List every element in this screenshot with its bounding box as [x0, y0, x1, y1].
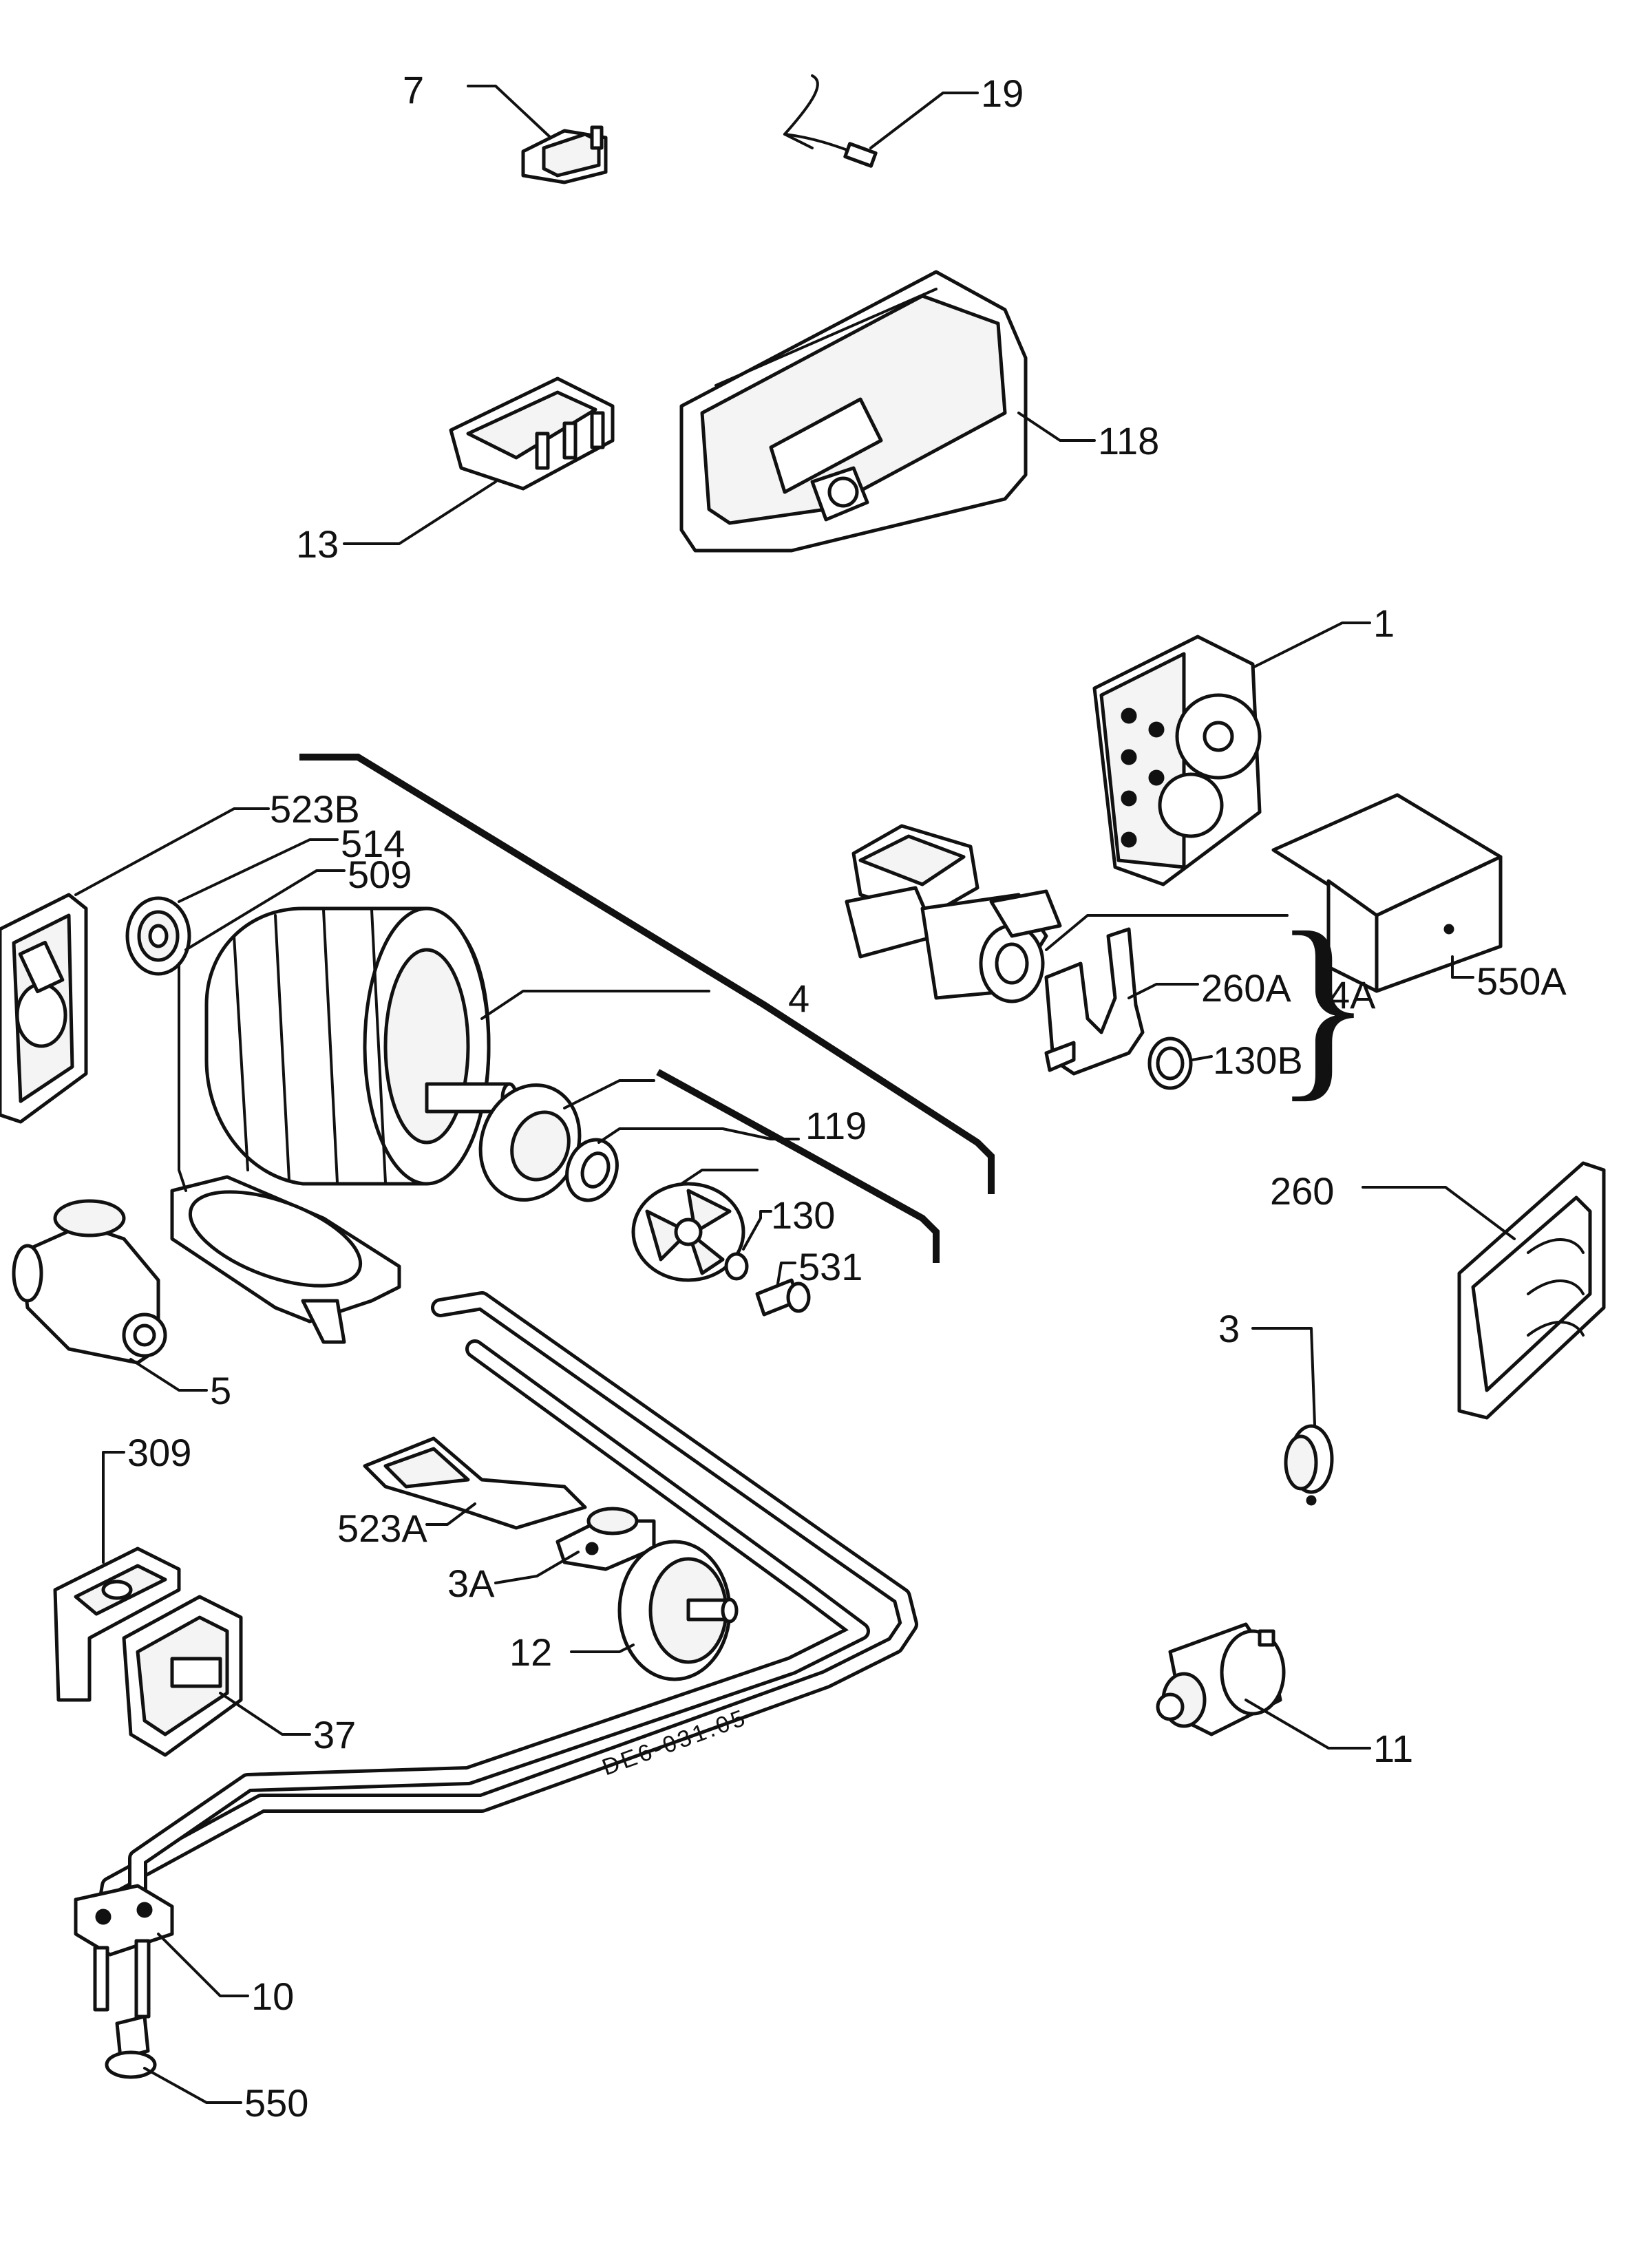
part-12-pressure-switch — [617, 1540, 739, 1681]
callout-550A: 550A — [1476, 959, 1567, 1003]
callout-260: 260 — [1270, 1169, 1334, 1213]
motor-mount-gasket — [170, 1175, 401, 1344]
callout-118: 118 — [1098, 419, 1159, 463]
part-5-valve — [12, 1199, 167, 1365]
callout-13: 13 — [296, 522, 339, 566]
callout-130: 130 — [771, 1193, 835, 1237]
callout-5: 5 — [210, 1369, 231, 1412]
callout-309: 309 — [127, 1431, 191, 1474]
part-130-washer — [724, 1252, 749, 1281]
callout-509: 509 — [348, 853, 412, 896]
part-523B-plate — [0, 893, 88, 1124]
part-260-bracket — [1457, 1161, 1606, 1420]
callout-119: 119 — [805, 1104, 867, 1147]
callout-1: 1 — [1373, 602, 1395, 645]
callout-260A: 260A — [1201, 966, 1291, 1010]
callout-10: 10 — [251, 1975, 294, 2018]
part-309-cover — [53, 1546, 181, 1702]
part-119-ring — [565, 1138, 619, 1202]
callout-4: 4 — [788, 977, 809, 1020]
part-509-motor — [204, 906, 518, 1186]
callout-523B: 523B — [270, 787, 360, 831]
callout-4A: 4A — [1328, 973, 1376, 1017]
callout-7: 7 — [403, 68, 424, 111]
callout-3: 3 — [1218, 1307, 1240, 1350]
group-bracket-lines — [299, 754, 995, 1263]
part-118-control-housing — [679, 270, 1028, 553]
callout-130B: 130B — [1213, 1039, 1303, 1082]
part-531-screw — [755, 1278, 811, 1317]
callout-12: 12 — [509, 1630, 552, 1674]
part-7-switch — [521, 125, 608, 184]
part-260A-bracket — [1044, 927, 1145, 1076]
part-seal-housing — [478, 1083, 582, 1202]
callout-37: 37 — [313, 1713, 356, 1756]
callout-19: 19 — [981, 72, 1024, 115]
group-4A-brace: } — [1273, 890, 1373, 1118]
part-4A-pump — [845, 824, 1062, 1003]
part-523A-clip — [363, 1436, 587, 1530]
callout-11: 11 — [1373, 1727, 1413, 1770]
part-37-relay — [122, 1595, 243, 1757]
part-130B-ring — [1147, 1037, 1193, 1090]
part-19-sensor — [783, 74, 878, 168]
part-11-suppressor — [1156, 1622, 1286, 1736]
part-514-bearing — [125, 896, 191, 976]
callout-514: 514 — [341, 822, 405, 865]
part-impeller — [631, 1182, 745, 1282]
part-550A-box — [1271, 793, 1503, 993]
part-3-thermostat — [1284, 1424, 1334, 1506]
part-550-plug — [105, 2015, 157, 2079]
part-10-heating-element — [74, 1291, 918, 2019]
callout-550: 550 — [244, 2081, 308, 2125]
callout-523A: 523A — [337, 1507, 427, 1550]
part-13-switch-block — [449, 376, 615, 491]
callout-531: 531 — [798, 1245, 862, 1288]
callout-3A: 3A — [447, 1562, 495, 1605]
part-1-timer — [1092, 635, 1262, 886]
